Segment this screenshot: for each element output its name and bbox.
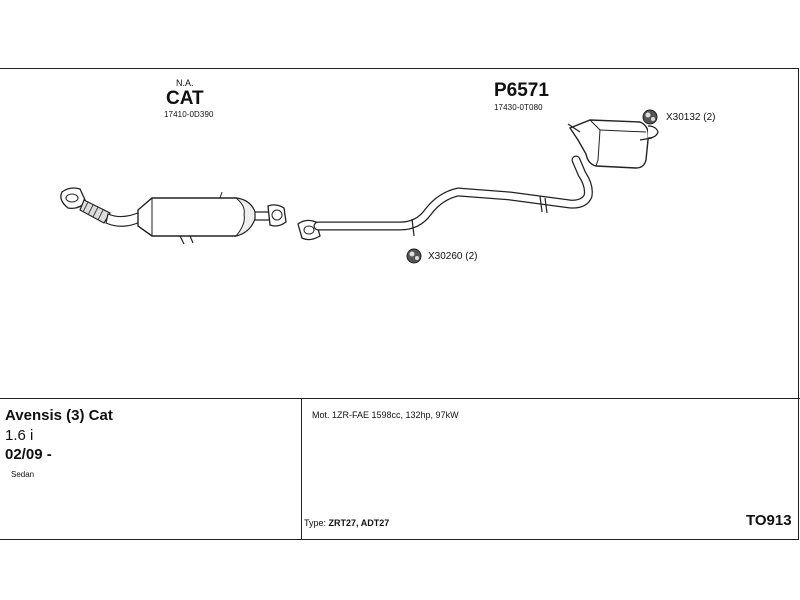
diagram-frame [0,68,799,540]
front-flange [60,187,87,210]
cat-note: N.A. [176,78,194,88]
engine-size: 1.6 i [5,427,34,444]
cat-outlet-flange [267,204,287,227]
rubber-mount-icon [406,248,422,264]
bracket-mid-code: X30260 (2) [428,251,478,262]
body-style: Sedan [11,470,35,479]
cat-inlet-pipe [105,211,141,227]
flex-pipe [79,199,111,224]
rear-part-name: P6571 [494,80,549,101]
type-row: Type: ZRT27, ADT27 [304,518,389,528]
rubber-mount-icon [642,109,658,125]
catalytic-converter [137,191,257,245]
info-column-divider [301,399,302,539]
rear-muffler [567,119,659,169]
vehicle-model: Avensis (3) Cat [5,407,113,424]
info-divider [0,398,800,399]
engine-description: Mot. 1ZR-FAE 1598cc, 132hp, 97kW [312,410,459,420]
cat-part-number: 17410-0D390 [164,110,214,119]
type-label: Type: [304,518,327,528]
mid-pipe [313,155,593,237]
bracket-rear-code: X30132 (2) [666,112,716,123]
cat-part-name: CAT [166,88,204,109]
production-years: 02/09 - [5,446,52,463]
cat-outlet-pipe [254,211,271,221]
diagram-code: TO913 [746,512,792,529]
rear-part-number: 17430-0T080 [494,103,543,112]
type-codes: ZRT27, ADT27 [328,518,390,528]
frame-right-edge [798,68,799,540]
